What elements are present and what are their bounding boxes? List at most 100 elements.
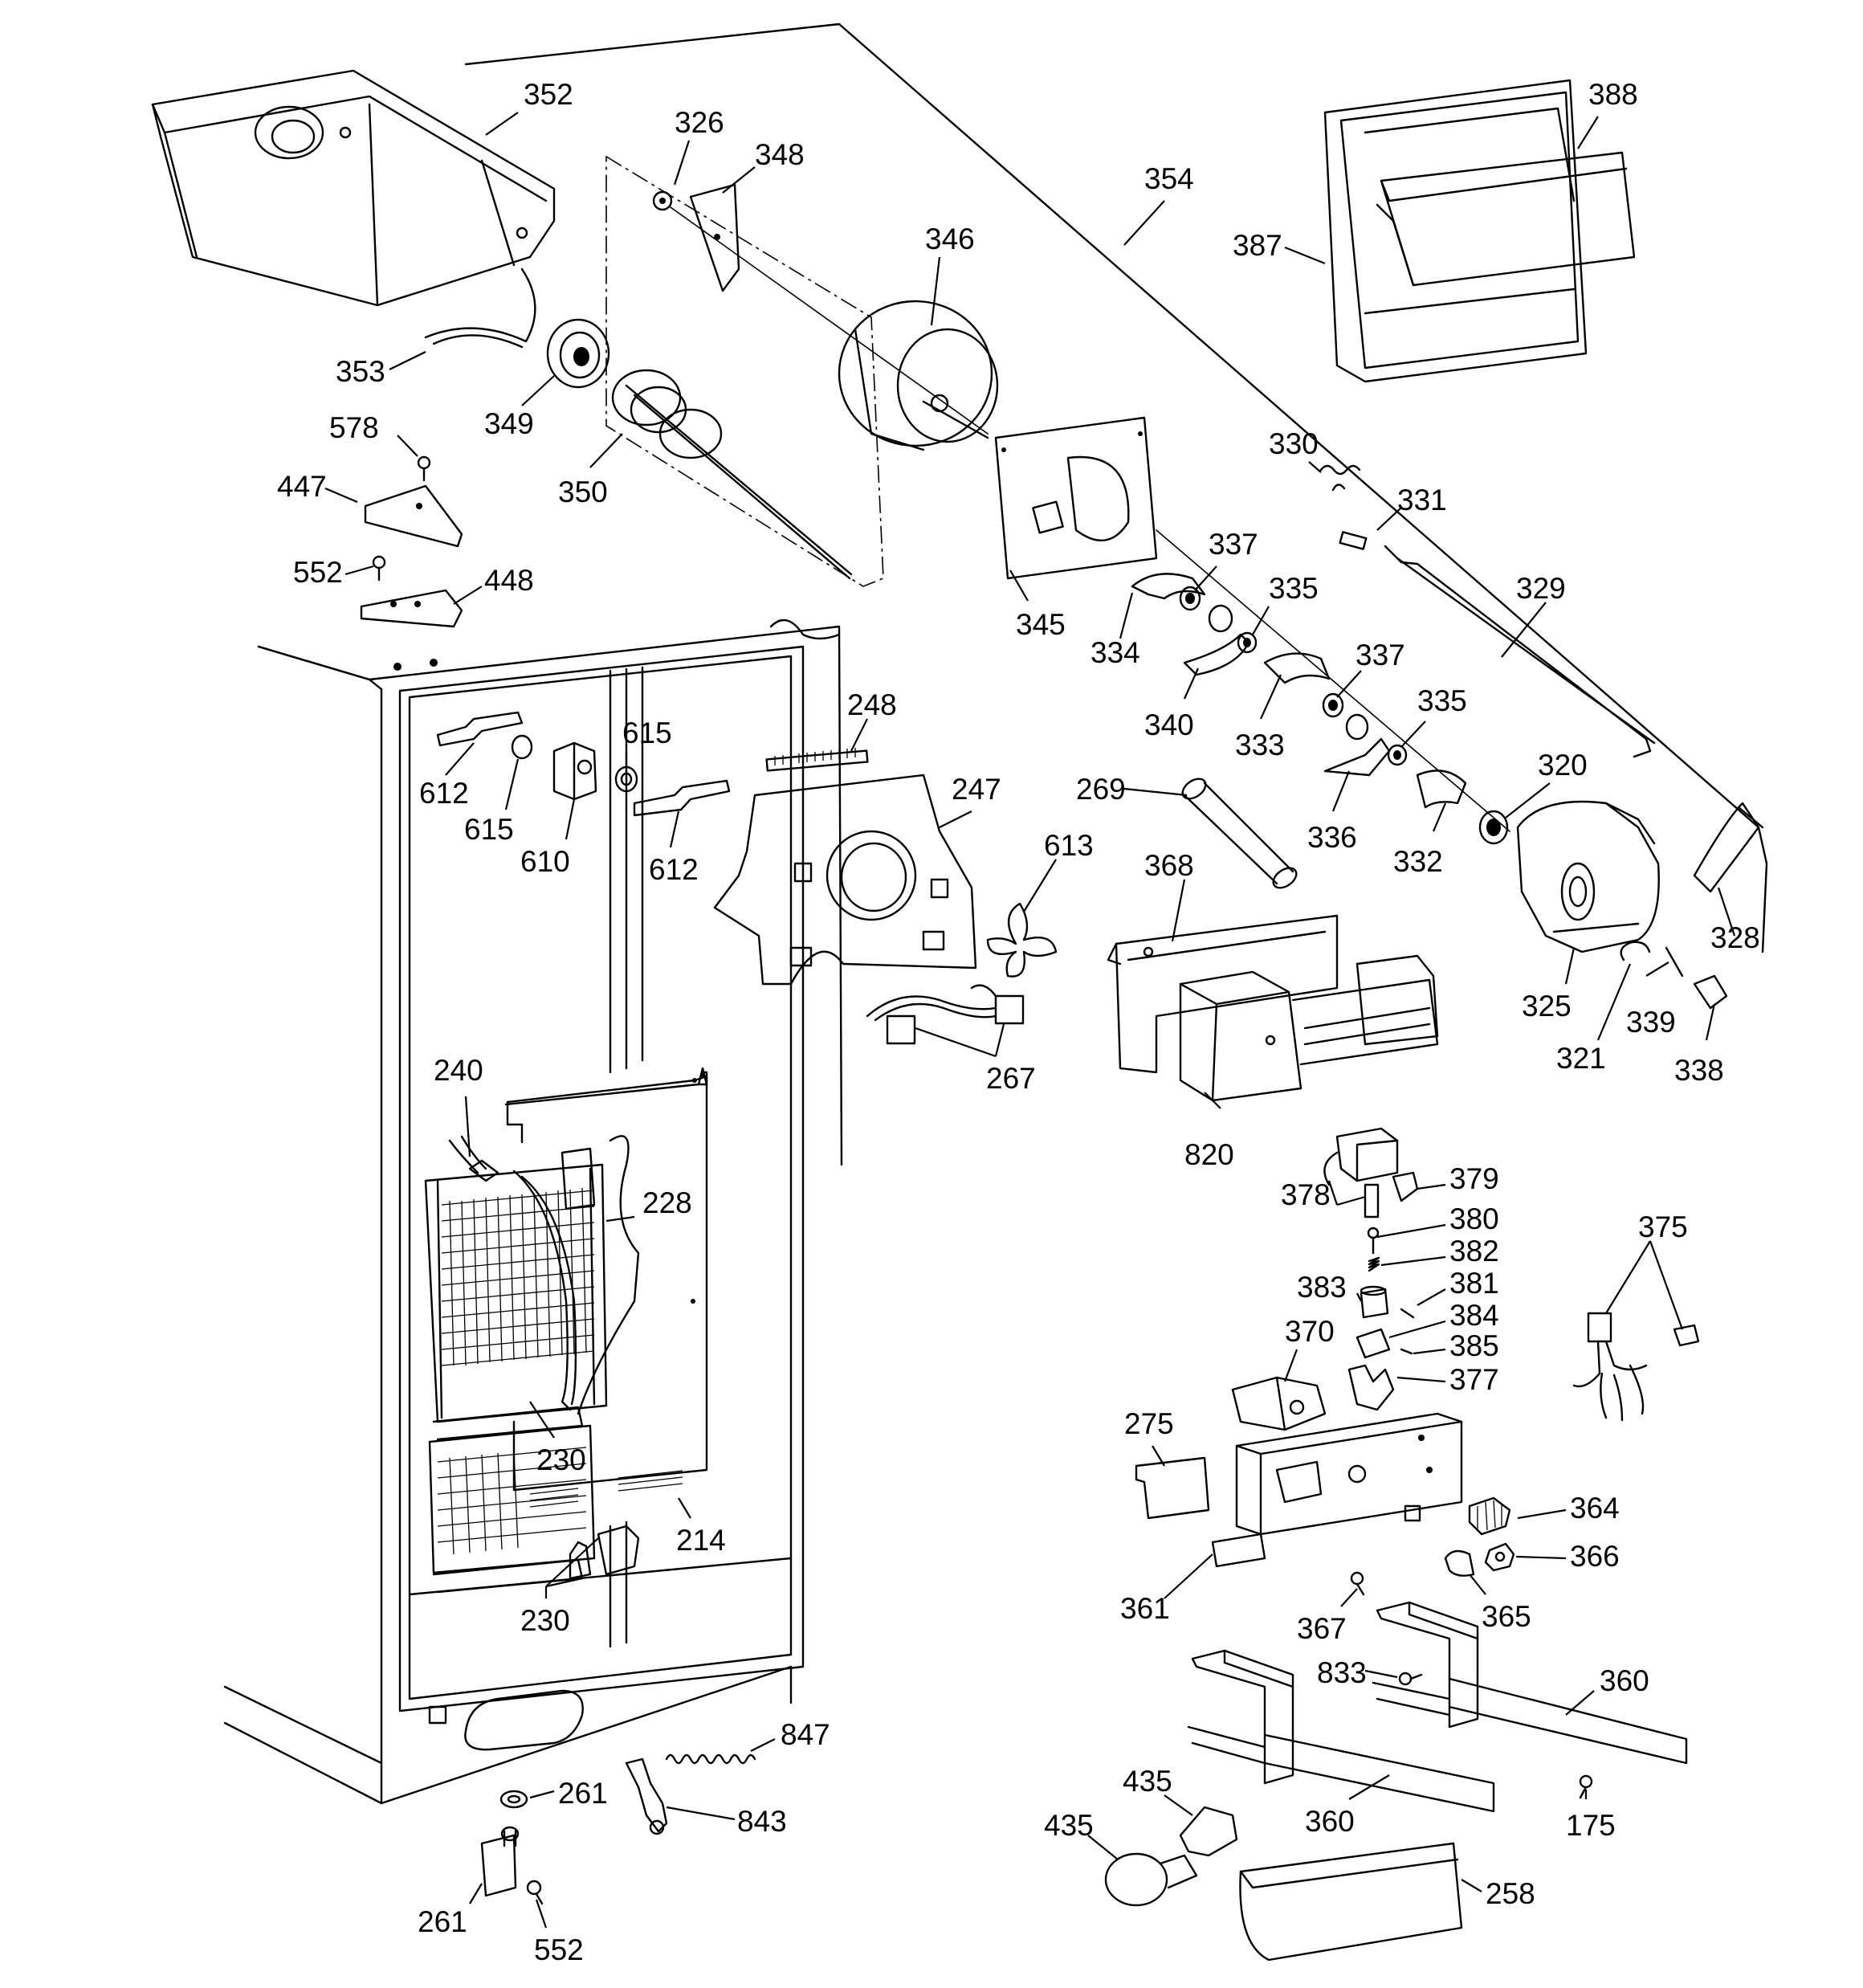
callout-350: 350 [558, 476, 608, 508]
dispenser-bracket-361 [1211, 1412, 1463, 1568]
callout-367: 367 [1297, 1612, 1347, 1645]
callout-269: 269 [1076, 773, 1126, 806]
wire-240 [448, 1135, 499, 1182]
callout-337a: 337 [1209, 528, 1258, 561]
callout-325: 325 [1522, 990, 1572, 1023]
callout-261a: 261 [558, 1777, 608, 1810]
callout-615a: 615 [464, 813, 514, 846]
screw-367 [1350, 1571, 1365, 1596]
rail-360a [1187, 1649, 1495, 1813]
callout-379: 379 [1449, 1162, 1499, 1195]
ice-bucket-352 [151, 69, 556, 307]
screw-833 [1398, 1672, 1423, 1686]
auger-350 [611, 369, 853, 580]
callout-578: 578 [329, 411, 379, 444]
spring-382 [1368, 1256, 1380, 1272]
callout-833: 833 [1317, 1656, 1367, 1689]
screw-175 [1579, 1774, 1593, 1799]
defrost-heater-230a [512, 1170, 577, 1411]
bracket-448 [360, 589, 463, 628]
part-384 [1355, 1328, 1391, 1359]
auger-bearing-349 [546, 318, 610, 389]
dispenser-door-387 [1323, 79, 1588, 383]
grommet-364 [1468, 1496, 1511, 1536]
callout-240: 240 [434, 1054, 483, 1087]
callout-175: 175 [1566, 1809, 1616, 1842]
callout-447: 447 [277, 470, 327, 503]
callout-328: 328 [1710, 921, 1760, 954]
callout-360b: 360 [1600, 1664, 1649, 1697]
rod-329 [1384, 545, 1656, 758]
clip-331 [1339, 531, 1368, 550]
callout-261b: 261 [418, 1905, 467, 1938]
callout-230b: 230 [520, 1604, 570, 1637]
callout-337b: 337 [1355, 639, 1405, 672]
callout-384: 384 [1449, 1299, 1499, 1332]
callout-348: 348 [755, 138, 805, 171]
callout-375: 375 [1638, 1210, 1688, 1243]
nut-366 [1484, 1542, 1515, 1572]
pin-381 [1400, 1308, 1415, 1319]
callout-275: 275 [1124, 1407, 1174, 1440]
ice-maker-bracket-368 [1107, 914, 1339, 1074]
washer-326 [652, 190, 673, 211]
callout-377: 377 [1449, 1363, 1499, 1396]
hinge-261b [480, 1826, 520, 1897]
callout-330: 330 [1269, 427, 1319, 460]
spacer-335b [1387, 744, 1408, 766]
callout-320: 320 [1538, 749, 1588, 782]
callout-352: 352 [524, 78, 573, 111]
switch-338 [1693, 974, 1728, 1010]
dispenser-flap-388 [1376, 151, 1636, 287]
callout-552a: 552 [293, 556, 343, 589]
callout-336: 336 [1307, 821, 1357, 854]
auger-motor-346 [838, 300, 999, 451]
callout-435a: 435 [1123, 1765, 1172, 1798]
control-610 [552, 741, 597, 801]
callout-258: 258 [1486, 1877, 1535, 1910]
freezer-cabinet [223, 618, 843, 1805]
callout-820: 820 [1184, 1138, 1234, 1171]
callout-360a: 360 [1305, 1805, 1355, 1838]
cover-275 [1135, 1456, 1210, 1520]
callout-612a: 612 [419, 777, 469, 810]
plunger-380 [1367, 1227, 1380, 1255]
bracket-328 [1693, 802, 1764, 893]
cover-258 [1239, 1842, 1463, 1961]
callout-387: 387 [1233, 229, 1282, 262]
callout-331: 331 [1397, 484, 1447, 516]
motor-housing-325 [1516, 800, 1660, 953]
callout-381: 381 [1449, 1267, 1499, 1300]
socket-435a [1179, 1806, 1238, 1857]
solenoid-378 [1323, 1127, 1399, 1219]
spacer-337a [1179, 586, 1201, 611]
bracket-377 [1347, 1364, 1395, 1411]
callout-326: 326 [675, 106, 724, 139]
strip-248 [765, 748, 869, 772]
callout-435b: 435 [1044, 1809, 1094, 1842]
cup-383 [1360, 1285, 1389, 1319]
callout-613: 613 [1044, 829, 1094, 862]
spacer-337b [1322, 692, 1344, 718]
callouts: 352 326 348 346 354 388 387 353 349 350 … [277, 78, 1760, 1966]
fan-shroud-247 [713, 774, 977, 986]
evaporator-cover-214 [504, 1067, 708, 1508]
callout-365: 365 [1482, 1600, 1531, 1633]
callout-368: 368 [1144, 849, 1194, 882]
grommet-615a [511, 734, 533, 760]
crusher-blade-348 [689, 183, 740, 292]
auger-housing-outline [605, 155, 884, 587]
callout-247: 247 [952, 773, 1001, 806]
harness-375 [1572, 1312, 1700, 1422]
callout-383: 383 [1297, 1271, 1347, 1304]
bracket-379 [1392, 1171, 1419, 1202]
light-bulb-435b [1104, 1852, 1198, 1907]
spacer-335a [1237, 631, 1258, 654]
callout-214: 214 [676, 1524, 726, 1557]
callout-552b: 552 [534, 1933, 584, 1966]
callout-335b: 335 [1417, 684, 1467, 717]
callout-333: 333 [1235, 729, 1285, 761]
bracket-612b [633, 779, 731, 817]
callout-610: 610 [520, 845, 570, 878]
callout-349: 349 [484, 407, 534, 440]
